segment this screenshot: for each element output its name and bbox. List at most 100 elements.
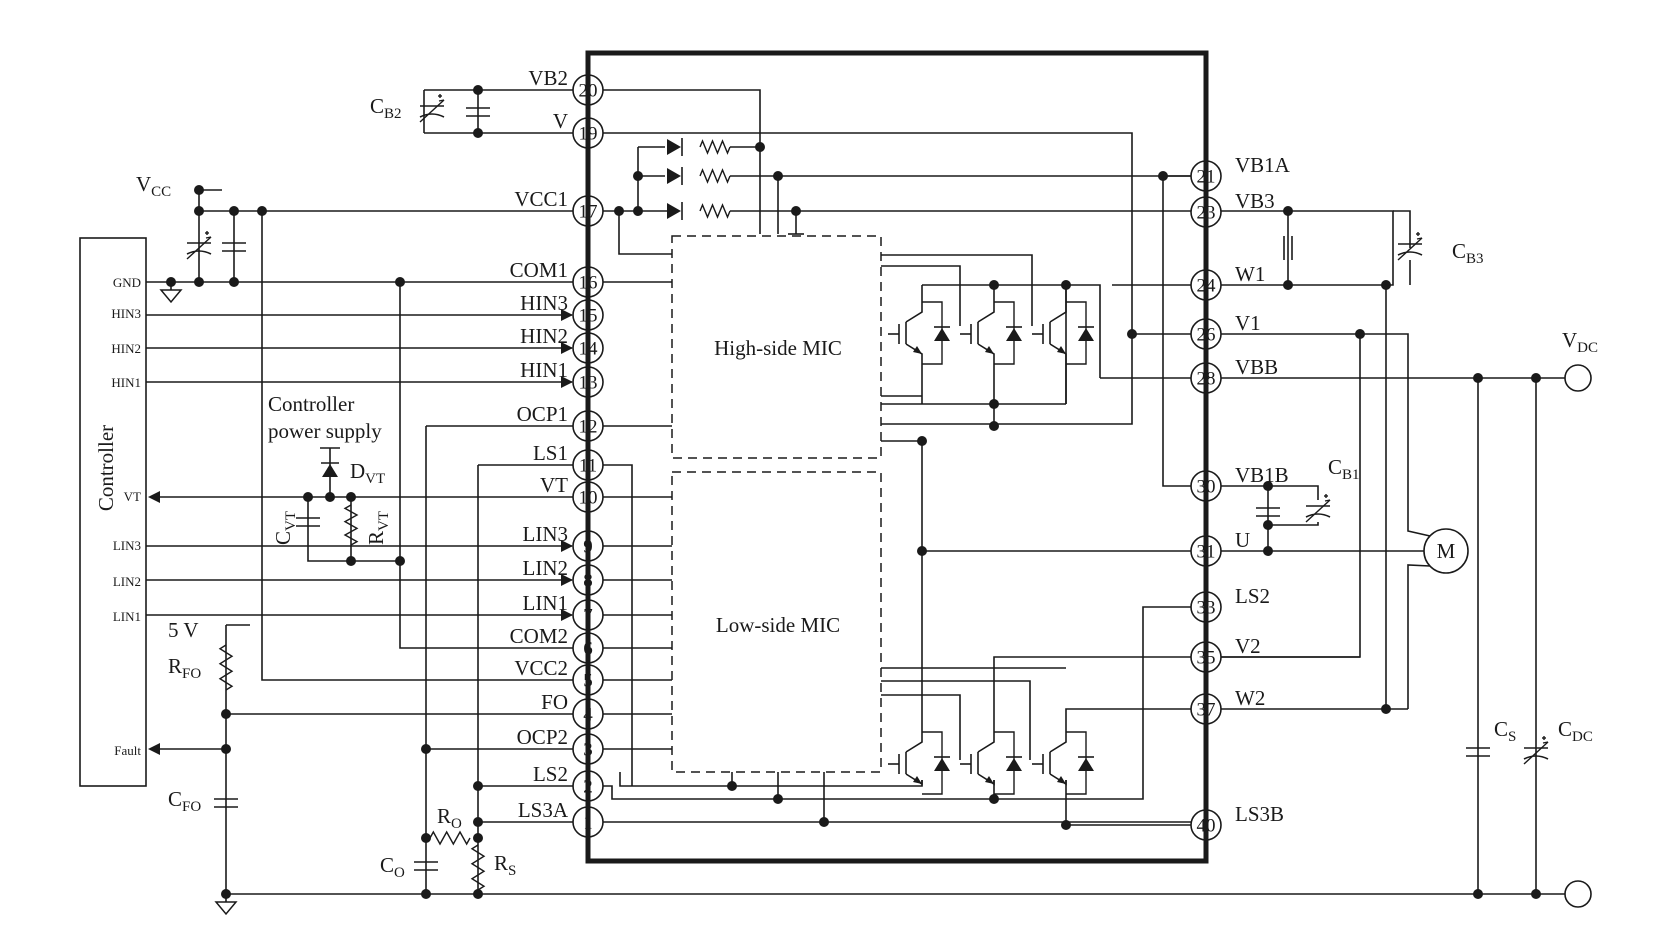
- high-side-igbt-w: [1049, 292, 1067, 323]
- wire: [603, 89, 761, 234]
- pin-label: LS2: [533, 762, 568, 786]
- junction-dot: [633, 171, 643, 181]
- pin-label: LIN1: [523, 591, 569, 615]
- junction-dot: [1355, 329, 1365, 339]
- junction-dot: [917, 546, 927, 556]
- wire: [1268, 485, 1319, 500]
- cb2-electrolytic-cap: [419, 113, 445, 118]
- pin-label: VB2: [528, 66, 568, 90]
- vdc-label: VDC: [1562, 328, 1598, 356]
- bootstrap-resistor: [699, 168, 731, 184]
- high-side-igbt-v: [1006, 328, 1022, 341]
- wire: [261, 211, 573, 681]
- junction-dot: [791, 206, 801, 216]
- pin-label: VBB: [1235, 355, 1278, 379]
- pin-label: COM2: [510, 624, 568, 648]
- high-side-mic-label: High-side MIC: [714, 336, 842, 360]
- cb1-electrolytic-cap: [1305, 499, 1331, 523]
- vdc-positive-terminal: [1564, 364, 1592, 392]
- bootstrap-resistor: [699, 203, 731, 219]
- junction-dot: [1381, 280, 1391, 290]
- low-side-igbt-v: [985, 776, 994, 784]
- low-side-igbt-u: [913, 776, 922, 784]
- junction-dot: [325, 492, 335, 502]
- ic-pin-4: 4FO: [541, 690, 604, 730]
- junction-dot: [166, 277, 176, 287]
- vcc-electrolytic-cap: [205, 236, 212, 239]
- junction-dot: [1531, 373, 1541, 383]
- wire: [881, 265, 961, 326]
- rfo-label: RFO: [168, 654, 201, 682]
- wire: [881, 680, 1031, 760]
- junction-dot: [989, 399, 999, 409]
- cb3-electrolytic-cap: [1397, 251, 1423, 256]
- wire: [993, 656, 1191, 668]
- cb1-electrolytic-cap: [1324, 499, 1331, 502]
- pin-label: COM1: [510, 258, 568, 282]
- pin-label: VT: [540, 473, 568, 497]
- bootstrap-resistor: [699, 139, 731, 155]
- junction-dot: [917, 436, 927, 446]
- junction-dot: [229, 206, 239, 216]
- junction-dot: [473, 128, 483, 138]
- dvt-label: DVT: [350, 459, 385, 487]
- low-side-igbt-v: [977, 722, 995, 753]
- cdc-label: CDC: [1558, 717, 1593, 745]
- signal-arrow: [561, 540, 573, 552]
- high-side-igbt-u: [913, 346, 922, 354]
- wire: [1407, 564, 1431, 709]
- controller-supply-label-2: power supply: [268, 419, 382, 443]
- high-side-igbt-u: [934, 328, 950, 341]
- wire: [1065, 708, 1191, 722]
- high-side-mic-block: [671, 235, 882, 459]
- pin-label: LS1: [533, 441, 568, 465]
- signal-arrow: [561, 609, 573, 621]
- gnd-symbol: [214, 901, 238, 916]
- wire: [1221, 210, 1394, 286]
- junction-dot: [1061, 280, 1071, 290]
- junction-dot: [773, 794, 783, 804]
- ic-package: [585, 50, 1209, 864]
- pin-label: HIN3: [520, 291, 568, 315]
- junction-dot: [346, 556, 356, 566]
- motor: [1423, 528, 1469, 574]
- junction-dot: [221, 709, 231, 719]
- wire: [993, 606, 1221, 800]
- high-side-igbt-w: [1078, 328, 1094, 341]
- rfo-resistor: [218, 644, 234, 691]
- junction-dot: [727, 781, 737, 791]
- low-side-igbt-u: [934, 758, 950, 771]
- junction-dot: [1283, 206, 1293, 216]
- low-side-mic-label: Low-side MIC: [716, 613, 840, 637]
- cb2-electrolytic-cap: [438, 99, 445, 102]
- pin-label: W2: [1235, 686, 1265, 710]
- pin-label: V: [553, 109, 568, 133]
- cb2-label: CB2: [370, 94, 402, 122]
- pin-label: OCP2: [517, 725, 568, 749]
- vt-arrow: [148, 491, 160, 503]
- wire: [603, 132, 1133, 334]
- controller-pin-gnd: GND: [113, 275, 141, 290]
- junction-dot: [473, 889, 483, 899]
- controller-pin-hin2: HIN2: [111, 341, 141, 356]
- wire: [603, 785, 994, 800]
- junction-dot: [257, 206, 267, 216]
- rs-resistor: [470, 844, 486, 891]
- junction-dot: [1061, 820, 1071, 830]
- cvt-label: CVT: [271, 511, 299, 545]
- cs-label: CS: [1494, 717, 1516, 745]
- controller-pin-hin3: HIN3: [111, 306, 141, 321]
- rvt-resistor: [343, 504, 359, 546]
- pin-label: VCC1: [514, 187, 568, 211]
- controller-pin-hin1: HIN1: [111, 375, 141, 390]
- pin-label: OCP1: [517, 402, 568, 426]
- bootstrap-diode: [667, 203, 681, 219]
- dvt-diode: [322, 464, 338, 477]
- co-label: CO: [380, 853, 405, 881]
